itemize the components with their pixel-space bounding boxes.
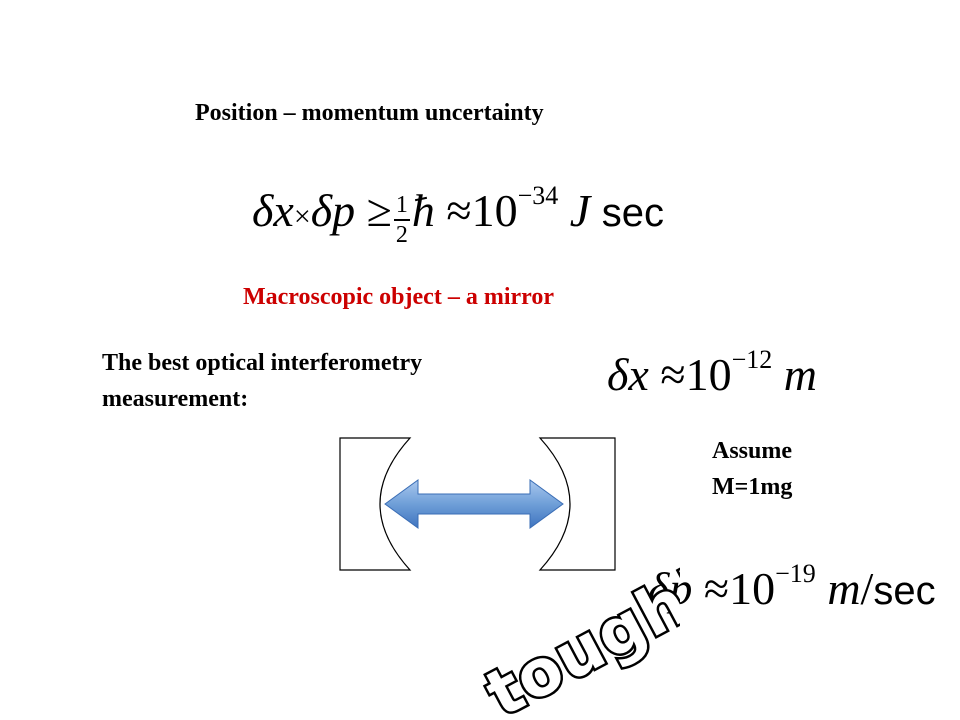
measurement-text-line2: measurement:: [102, 386, 249, 412]
eq-unit-sec: sec: [601, 191, 664, 235]
momentum-equation: δp ≈10−19 m/sec: [648, 561, 936, 614]
mom-unit-m: m: [827, 563, 861, 614]
tough-stamp: tough!: [472, 548, 680, 720]
eq-unit-j: J: [569, 185, 591, 236]
eq-base: 10: [471, 185, 518, 236]
position-equation: δx ≈10−12 m: [607, 347, 817, 400]
assume-line2: M=1mg: [712, 474, 793, 500]
eq-times: ×: [293, 200, 311, 233]
double-arrow-icon: [384, 479, 564, 529]
pos-approx: ≈: [660, 349, 686, 400]
measurement-text-line1: The best optical interferometry: [102, 350, 423, 376]
mirror-cavity-diagram: [339, 437, 616, 571]
mom-exponent: −19: [775, 559, 816, 588]
mom-unit-sec: sec: [873, 569, 936, 613]
eq-hbar: h: [411, 185, 435, 236]
pos-base: 10: [685, 349, 732, 400]
tough-stamp-text: tough!: [475, 551, 680, 720]
eq-dp: δp: [310, 185, 356, 236]
assume-line1: Assume: [712, 438, 793, 464]
mom-approx: ≈: [703, 563, 730, 614]
mom-slash: /: [860, 563, 874, 614]
eq-half-num: 1: [393, 193, 410, 221]
slide-title: Position – momentum uncertainty: [195, 100, 544, 126]
slide-subtitle: Macroscopic object – a mirror: [243, 284, 555, 310]
mom-dp: δp: [648, 563, 693, 614]
pos-exponent: −12: [731, 345, 773, 374]
eq-half-den: 2: [395, 222, 408, 248]
eq-dx: δx: [252, 185, 294, 236]
pos-dx: δx: [607, 349, 649, 400]
mom-base: 10: [729, 563, 776, 614]
left-mirror: [339, 437, 412, 571]
eq-exponent: −34: [517, 181, 559, 210]
right-mirror: [538, 437, 616, 571]
eq-geq: ≥: [366, 185, 392, 236]
eq-approx: ≈: [446, 185, 472, 236]
pos-unit: m: [783, 349, 817, 400]
